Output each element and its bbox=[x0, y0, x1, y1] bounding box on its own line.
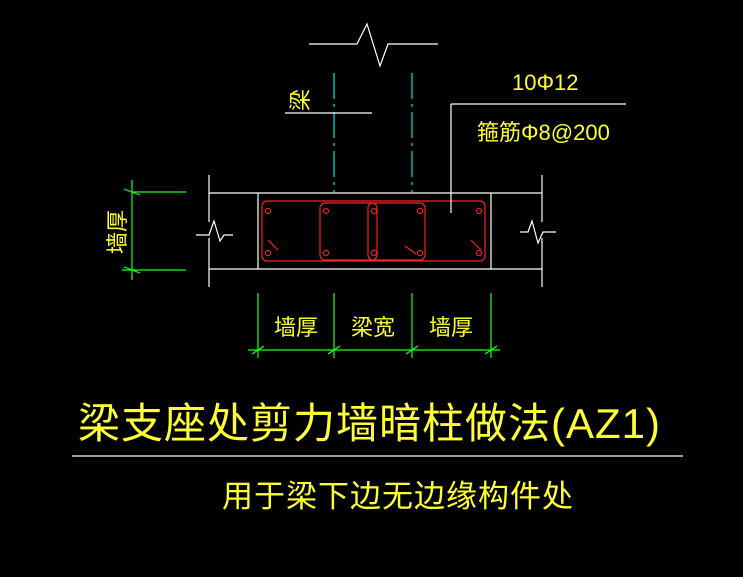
inner-stirrup-right bbox=[367, 202, 426, 261]
rebar-dot bbox=[322, 207, 330, 215]
inner-stirrup-left bbox=[319, 202, 378, 261]
longitudinal-bars bbox=[264, 207, 483, 257]
wall-thickness-vertical-label: 墙厚 bbox=[105, 210, 130, 254]
rebar-dot bbox=[264, 249, 272, 257]
rebar-dot bbox=[264, 207, 272, 215]
vertical-dimension bbox=[122, 180, 186, 280]
rebar-dot bbox=[416, 207, 424, 215]
rebar-dot bbox=[475, 207, 483, 215]
outer-stirrup bbox=[261, 200, 486, 262]
longitudinal-rebar-label: 10Φ12 bbox=[512, 70, 579, 95]
rebar-cage bbox=[261, 200, 486, 262]
drawing-subtitle: 用于梁下边无边缘构件处 bbox=[222, 479, 574, 514]
dimension-beam-width: 梁宽 bbox=[351, 315, 395, 340]
beam-label-leader: 梁 bbox=[285, 89, 372, 114]
rebar-dot bbox=[370, 249, 378, 257]
dimension-wall-thickness-right: 墙厚 bbox=[429, 315, 473, 340]
beam-label: 梁 bbox=[288, 89, 313, 111]
rebar-callout: 10Φ12 箍筋Φ8@200 bbox=[450, 70, 626, 213]
rebar-dot bbox=[322, 249, 330, 257]
rebar-dot bbox=[475, 249, 483, 257]
beam-break-line bbox=[309, 22, 438, 68]
stirrup-rebar-label: 箍筋Φ8@200 bbox=[477, 120, 610, 145]
horizontal-dimension bbox=[248, 293, 500, 358]
beam-centerlines bbox=[333, 73, 413, 192]
drawing-title: 梁支座处剪力墙暗柱做法(AZ1) bbox=[78, 400, 661, 447]
rebar-dot bbox=[416, 249, 424, 257]
dimension-wall-thickness-left: 墙厚 bbox=[274, 315, 318, 340]
rebar-dot bbox=[370, 207, 378, 215]
wall-outline bbox=[196, 175, 556, 287]
